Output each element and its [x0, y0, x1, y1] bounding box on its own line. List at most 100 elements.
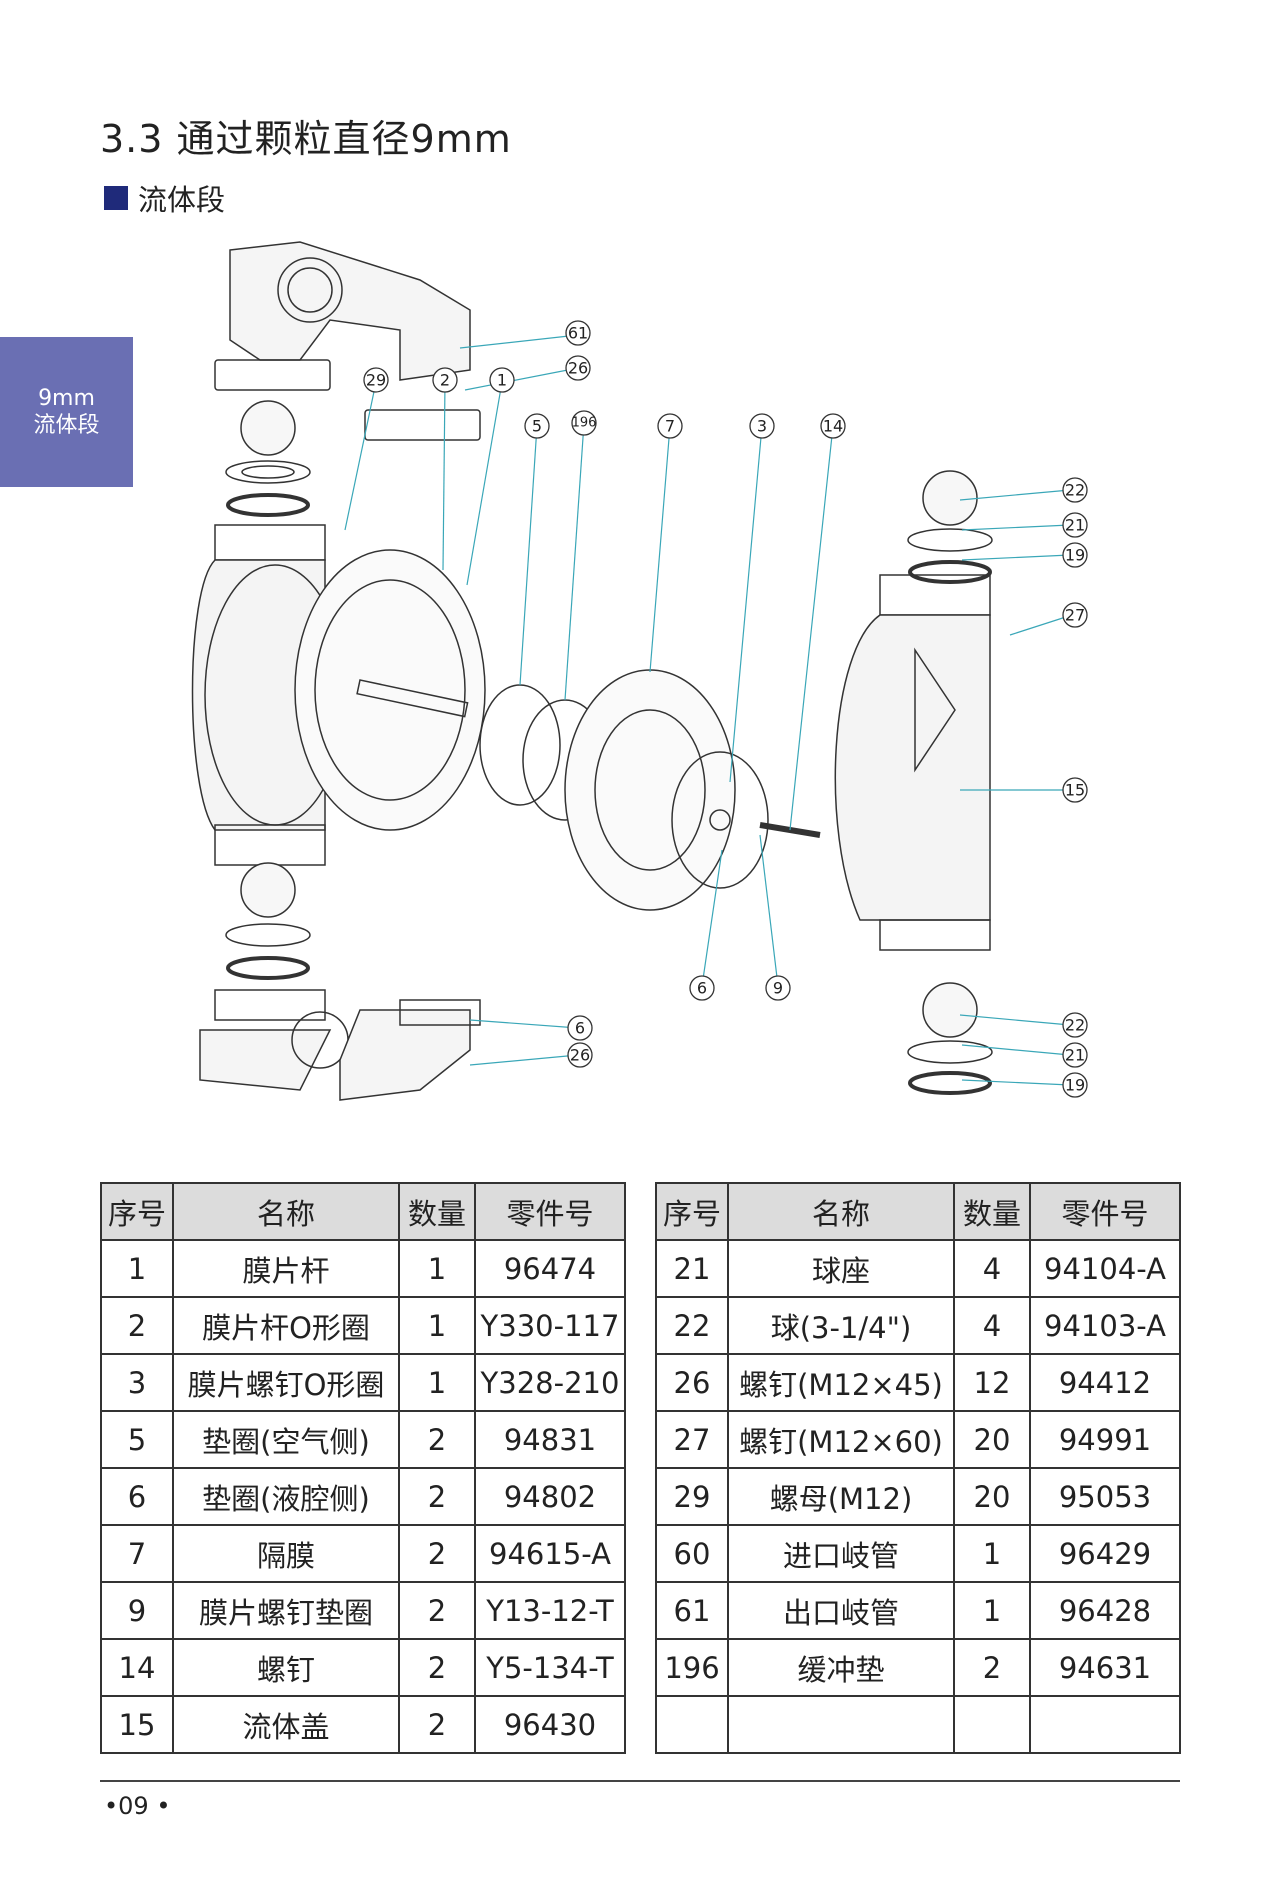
table-cell — [655, 1695, 729, 1754]
table-cell: 61 — [655, 1581, 729, 1640]
table-cell: 螺钉 — [172, 1638, 400, 1697]
table-cell: 15 — [100, 1695, 174, 1754]
table-cell: 94103-A — [1029, 1296, 1181, 1355]
table-cell: 出口岐管 — [727, 1581, 955, 1640]
table-cell: 2 — [398, 1638, 476, 1697]
table-cell: 94831 — [474, 1410, 626, 1469]
table-cell: Y328-210 — [474, 1353, 626, 1412]
table-cell: 球(3-1/4") — [727, 1296, 955, 1355]
header-name: 名称 — [172, 1182, 400, 1241]
table-cell: 垫圈(液腔侧) — [172, 1467, 400, 1526]
table-cell: 21 — [655, 1239, 729, 1298]
table-cell: Y13-12-T — [474, 1581, 626, 1640]
table-cell: 1 — [398, 1296, 476, 1355]
side-tab-line1: 9mm — [38, 385, 95, 411]
table-header-row: 序号 名称 数量 零件号 — [100, 1182, 626, 1241]
table-cell: 螺钉(M12×60) — [727, 1410, 955, 1469]
table-cell: 膜片螺钉O形圈 — [172, 1353, 400, 1412]
table-row — [655, 1695, 1181, 1754]
table-cell: 2 — [398, 1524, 476, 1583]
callout-3: 3 — [757, 417, 767, 436]
callout-15: 15 — [1065, 781, 1085, 800]
header-no: 序号 — [100, 1182, 174, 1241]
table-cell: 1 — [953, 1581, 1031, 1640]
side-tab: 9mm 流体段 — [0, 337, 133, 487]
table-cell: 94631 — [1029, 1638, 1181, 1697]
table-cell: 94802 — [474, 1467, 626, 1526]
section-subtitle: 流体段 — [104, 177, 225, 219]
callout-19: 19 — [1065, 546, 1085, 565]
table-cell: 94991 — [1029, 1410, 1181, 1469]
table-cell: 94412 — [1029, 1353, 1181, 1412]
footer-divider — [100, 1780, 1180, 1782]
header-name: 名称 — [727, 1182, 955, 1241]
table-cell: 1 — [100, 1239, 174, 1298]
table-cell: 196 — [655, 1638, 729, 1697]
table-cell: 球座 — [727, 1239, 955, 1298]
table-cell: 2 — [398, 1695, 476, 1754]
exploded-view-svg: 61 26 29 2 1 5 196 7 3 14 22 21 19 27 15… — [191, 241, 1088, 1101]
table-cell — [953, 1695, 1031, 1754]
callout-22-bottom: 22 — [1065, 1016, 1085, 1035]
table-cell: 20 — [953, 1410, 1031, 1469]
callout-14: 14 — [823, 417, 843, 436]
table-cell: 26 — [655, 1353, 729, 1412]
table-cell — [727, 1695, 955, 1754]
table-cell: 27 — [655, 1410, 729, 1469]
table-cell: 22 — [655, 1296, 729, 1355]
table-cell: 60 — [655, 1524, 729, 1583]
header-part: 零件号 — [1029, 1182, 1181, 1241]
callout-9: 9 — [773, 979, 783, 998]
callout-27: 27 — [1065, 606, 1085, 625]
table-cell: 4 — [953, 1239, 1031, 1298]
exploded-view-diagram: 61 26 29 2 1 5 196 7 3 14 22 21 19 27 15… — [0, 230, 1280, 1150]
table-cell: 螺钉(M12×45) — [727, 1353, 955, 1412]
table-cell: 9 — [100, 1581, 174, 1640]
table-cell: 2 — [100, 1296, 174, 1355]
table-cell: 1 — [398, 1239, 476, 1298]
table-cell: 流体盖 — [172, 1695, 400, 1754]
page-number: •09 • — [104, 1792, 171, 1820]
table-cell: 7 — [100, 1524, 174, 1583]
callout-21: 21 — [1065, 516, 1085, 535]
callout-61: 61 — [568, 324, 588, 343]
table-cell: 垫圈(空气侧) — [172, 1410, 400, 1469]
side-tab-line2: 流体段 — [33, 413, 100, 438]
callout-26: 26 — [568, 359, 588, 378]
callout-2: 2 — [440, 371, 450, 390]
header-part: 零件号 — [474, 1182, 626, 1241]
table-header-row: 序号 名称 数量 零件号 — [655, 1182, 1181, 1241]
table-cell: 96429 — [1029, 1524, 1181, 1583]
callout-29: 29 — [366, 371, 386, 390]
table-cell: 2 — [398, 1410, 476, 1469]
callout-19-bottom: 19 — [1065, 1076, 1085, 1095]
table-cell: 1 — [398, 1353, 476, 1412]
table-cell: 95053 — [1029, 1467, 1181, 1526]
table-cell: 隔膜 — [172, 1524, 400, 1583]
callout-1: 1 — [497, 371, 507, 390]
callout-5: 5 — [532, 417, 542, 436]
table-cell: 2 — [398, 1581, 476, 1640]
table-cell: 96428 — [1029, 1581, 1181, 1640]
table-cell: 96430 — [474, 1695, 626, 1754]
table-cell: 2 — [953, 1638, 1031, 1697]
callout-6: 6 — [697, 979, 707, 998]
table-cell: 5 — [100, 1410, 174, 1469]
callout-22: 22 — [1065, 481, 1085, 500]
table-cell: 4 — [953, 1296, 1031, 1355]
callout-6-bottom: 6 — [575, 1019, 585, 1038]
header-no: 序号 — [655, 1182, 729, 1241]
table-cell — [1029, 1695, 1181, 1754]
callout-196: 196 — [572, 416, 597, 431]
